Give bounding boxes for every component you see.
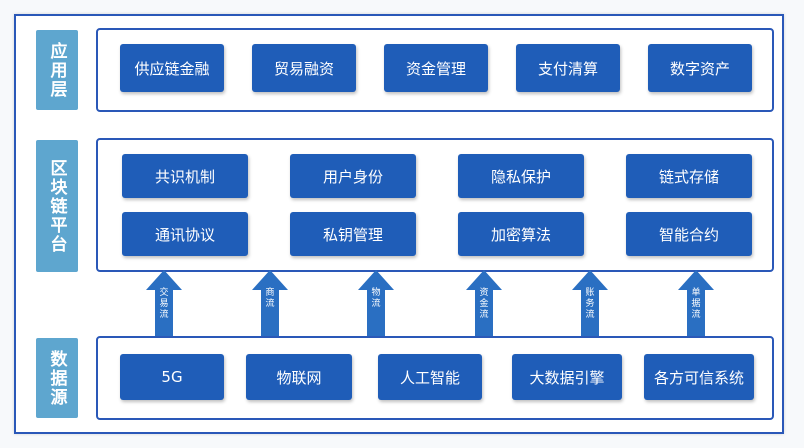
chain-tile-1-2: 用户身份	[290, 154, 416, 198]
flow-label-3: 物流	[371, 288, 381, 309]
blockchain-layer-label: 区块链平台	[36, 140, 78, 272]
chain-tile-2-1: 通讯协议	[122, 212, 248, 256]
data-layer-label: 数据源	[36, 338, 78, 418]
app-tile-2: 贸易融资	[252, 44, 356, 92]
flow-label-2: 商流	[265, 288, 275, 309]
up-arrow-icon	[252, 270, 288, 340]
application-layer-label-text: 应用层	[46, 41, 67, 99]
application-layer-box: 供应链金融 贸易融资 资金管理 支付清算 数字资产	[96, 28, 774, 112]
data-tile-1: 5G	[120, 354, 224, 400]
up-arrow-icon	[358, 270, 394, 340]
up-arrow-icon	[572, 270, 608, 340]
blockchain-layer-box: 共识机制 用户身份 隐私保护 链式存储 通讯协议 私钥管理 加密算法 智能合约	[96, 138, 774, 272]
application-layer-label: 应用层	[36, 30, 78, 110]
flow-label-1: 交易流	[159, 288, 169, 320]
data-tile-5: 各方可信系统	[644, 354, 754, 400]
flow-arrow-4: 资金流	[466, 270, 502, 340]
chain-tile-2-4: 智能合约	[626, 212, 752, 256]
flow-arrow-6: 单据流	[678, 270, 714, 340]
data-layer-label-text: 数据源	[46, 349, 67, 407]
flow-arrow-1: 交易流	[146, 270, 182, 340]
flow-label-5: 账务流	[585, 288, 595, 320]
chain-tile-1-4: 链式存储	[626, 154, 752, 198]
data-layer-box: 5G 物联网 人工智能 大数据引擎 各方可信系统	[96, 336, 774, 420]
chain-tile-2-3: 加密算法	[458, 212, 584, 256]
flow-arrow-2: 商流	[252, 270, 288, 340]
flow-label-4: 资金流	[479, 288, 489, 320]
blockchain-layer-label-text: 区块链平台	[46, 158, 67, 254]
up-arrow-icon	[678, 270, 714, 340]
flow-arrow-5: 账务流	[572, 270, 608, 340]
diagram-frame: 应用层 供应链金融 贸易融资 资金管理 支付清算 数字资产 区块链平台 共识机制…	[14, 14, 784, 434]
data-tile-3: 人工智能	[378, 354, 482, 400]
app-tile-1: 供应链金融	[120, 44, 224, 92]
chain-tile-1-3: 隐私保护	[458, 154, 584, 198]
flow-label-6: 单据流	[691, 288, 701, 320]
app-tile-5: 数字资产	[648, 44, 752, 92]
app-tile-4: 支付清算	[516, 44, 620, 92]
data-tile-4: 大数据引擎	[512, 354, 622, 400]
app-tile-3: 资金管理	[384, 44, 488, 92]
chain-tile-1-1: 共识机制	[122, 154, 248, 198]
up-arrow-icon	[466, 270, 502, 340]
chain-tile-2-2: 私钥管理	[290, 212, 416, 256]
up-arrow-icon	[146, 270, 182, 340]
flow-arrow-3: 物流	[358, 270, 394, 340]
data-tile-2: 物联网	[246, 354, 352, 400]
